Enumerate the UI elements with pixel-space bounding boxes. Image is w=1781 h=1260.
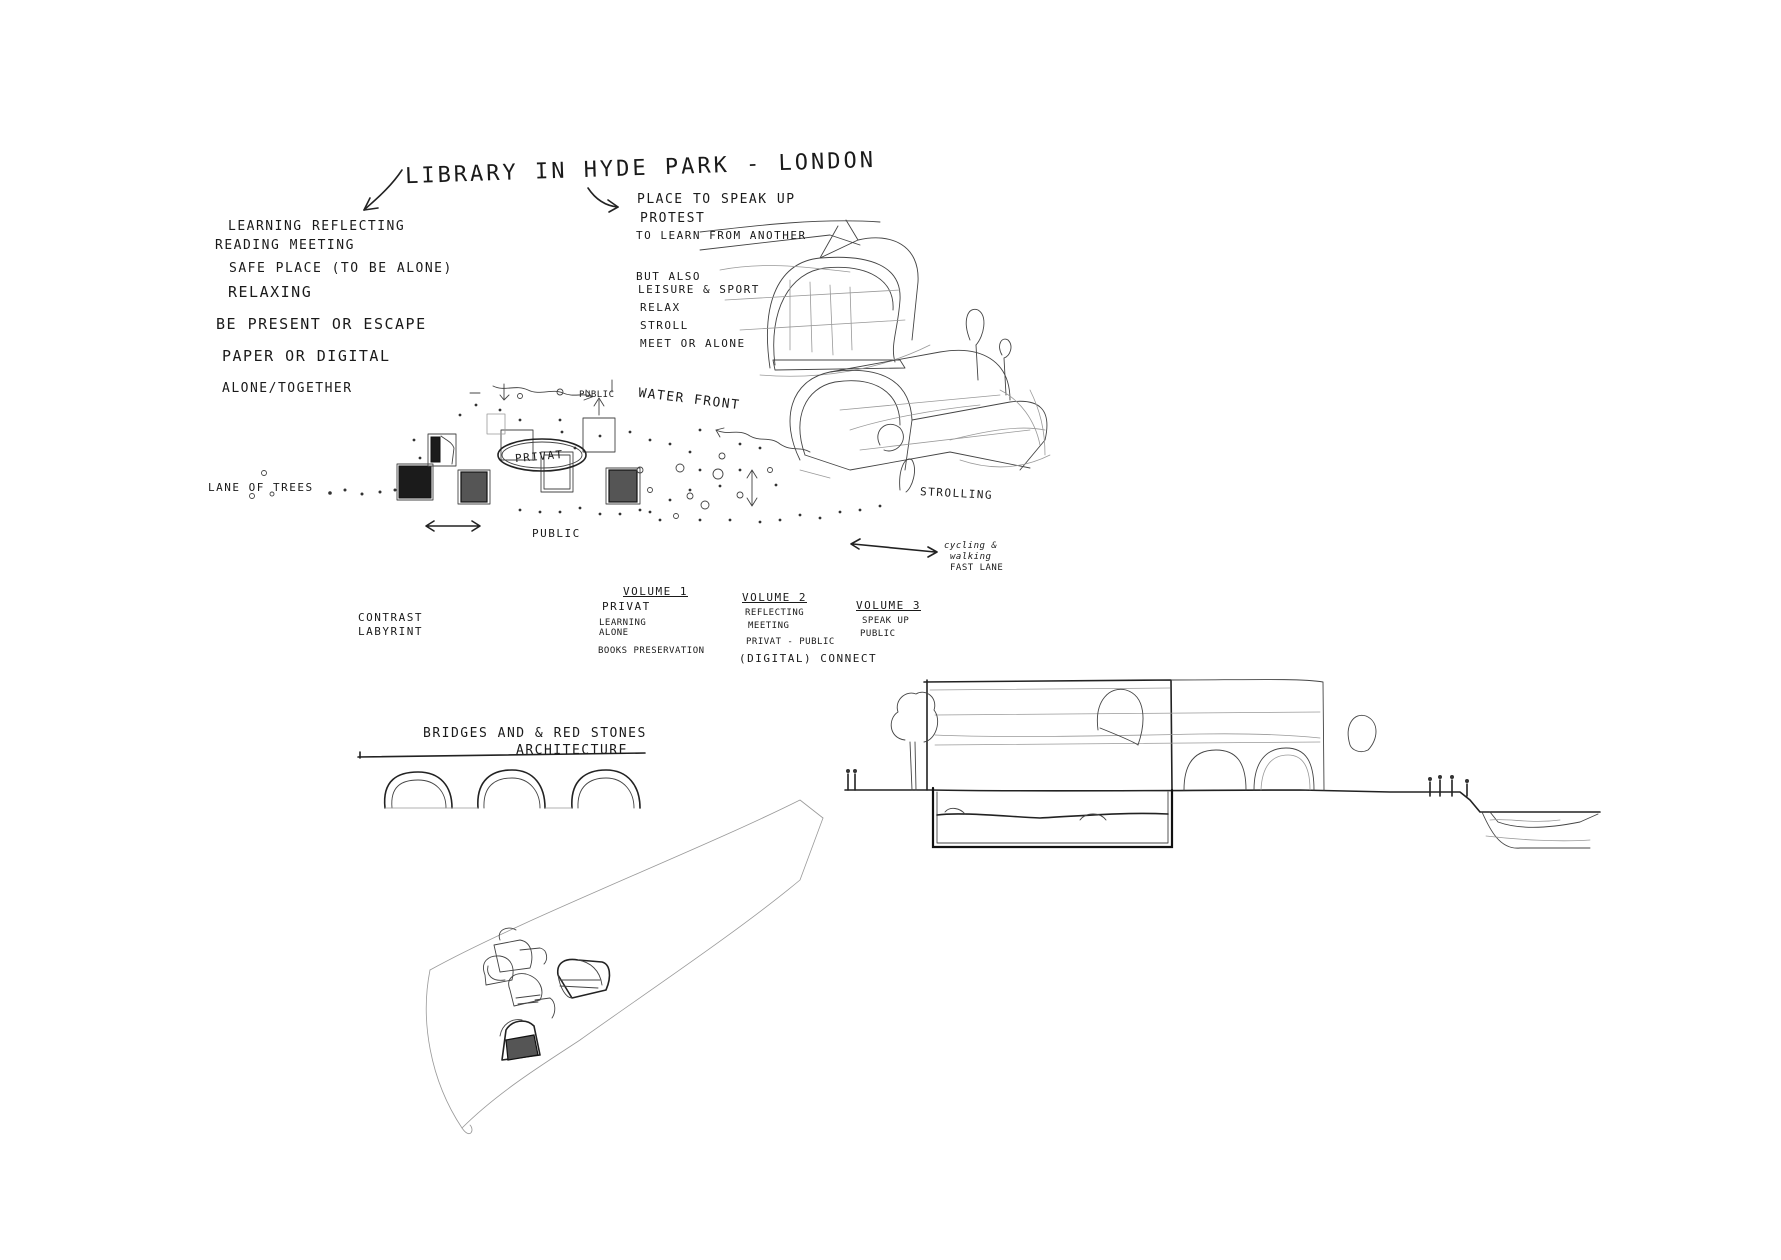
volume-3-title: VOLUME 3 xyxy=(856,599,921,612)
label-strolling: STROLLING xyxy=(919,485,994,502)
note-safe-place: SAFE PLACE (TO BE ALONE) xyxy=(229,261,453,276)
note-contrast: CONTRAST xyxy=(358,611,423,624)
volume-1-line: ALONE xyxy=(599,628,629,638)
label-walking: walking xyxy=(950,552,992,562)
volume-2-title: VOLUME 2 xyxy=(742,591,807,604)
note-reading-meeting: READING MEETING xyxy=(215,238,355,253)
volume-1-line: BOOKS PRESERVATION xyxy=(598,646,705,656)
volume-1-title: VOLUME 1 xyxy=(623,585,688,598)
bridges-title: BRIDGES AND & RED STONES xyxy=(423,726,647,741)
label-public-top: PUBLIC xyxy=(579,390,615,400)
volume-2-line: REFLECTING xyxy=(745,608,805,618)
label-lane-of-trees: LANE OF TREES xyxy=(208,481,314,494)
volume-1-line: LEARNING xyxy=(599,618,647,628)
note-place-to-speak-up: PLACE TO SPEAK UP xyxy=(637,192,796,207)
note-protest: PROTEST xyxy=(640,211,706,226)
note-meet-or-alone: MEET OR ALONE xyxy=(640,337,746,350)
volume-2-line: (DIGITAL) CONNECT xyxy=(739,652,878,665)
volume-2-line: MEETING xyxy=(748,621,790,631)
title-arrow-left xyxy=(363,169,403,211)
tree-dots xyxy=(328,403,882,524)
label-cycling: cycling & xyxy=(944,541,998,551)
note-labyrint: LABYRINT xyxy=(358,625,423,638)
volume-3-line: SPEAK UP xyxy=(862,616,910,626)
note-relaxing: RELAXING xyxy=(228,283,313,301)
note-leisure-sport: LEISURE & SPORT xyxy=(638,283,760,296)
bridges-sketch xyxy=(357,751,646,809)
tree-circles xyxy=(249,388,773,519)
volume-3-line: PUBLIC xyxy=(860,629,896,639)
volume-1-line: PRIVAT xyxy=(602,600,651,613)
note-alone-together: ALONE/TOGETHER xyxy=(222,381,353,396)
perspective-sketch xyxy=(699,219,1051,493)
note-but-also: BUT ALSO xyxy=(636,270,701,283)
note-stroll: STROLL xyxy=(640,319,689,332)
note-paper-digital: PAPER OR DIGITAL xyxy=(222,347,391,365)
label-public-bottom: PUBLIC xyxy=(532,527,581,540)
note-be-present: BE PRESENT OR ESCAPE xyxy=(216,315,427,333)
label-fast-lane: FAST LANE xyxy=(950,563,1004,573)
note-relax: RELAX xyxy=(640,301,681,314)
site-plan xyxy=(249,379,938,558)
note-learning-reflecting: LEARNING REFLECTING xyxy=(228,219,406,234)
title-arrow-right xyxy=(587,187,619,213)
note-learn-from-another: TO LEARN FROM ANOTHER xyxy=(636,229,807,242)
section-sketch xyxy=(844,679,1601,849)
site-perspective xyxy=(425,799,824,1135)
bridges-architecture: ARCHITECTURE xyxy=(516,743,628,758)
volume-2-line: PRIVAT - PUBLIC xyxy=(746,637,835,647)
